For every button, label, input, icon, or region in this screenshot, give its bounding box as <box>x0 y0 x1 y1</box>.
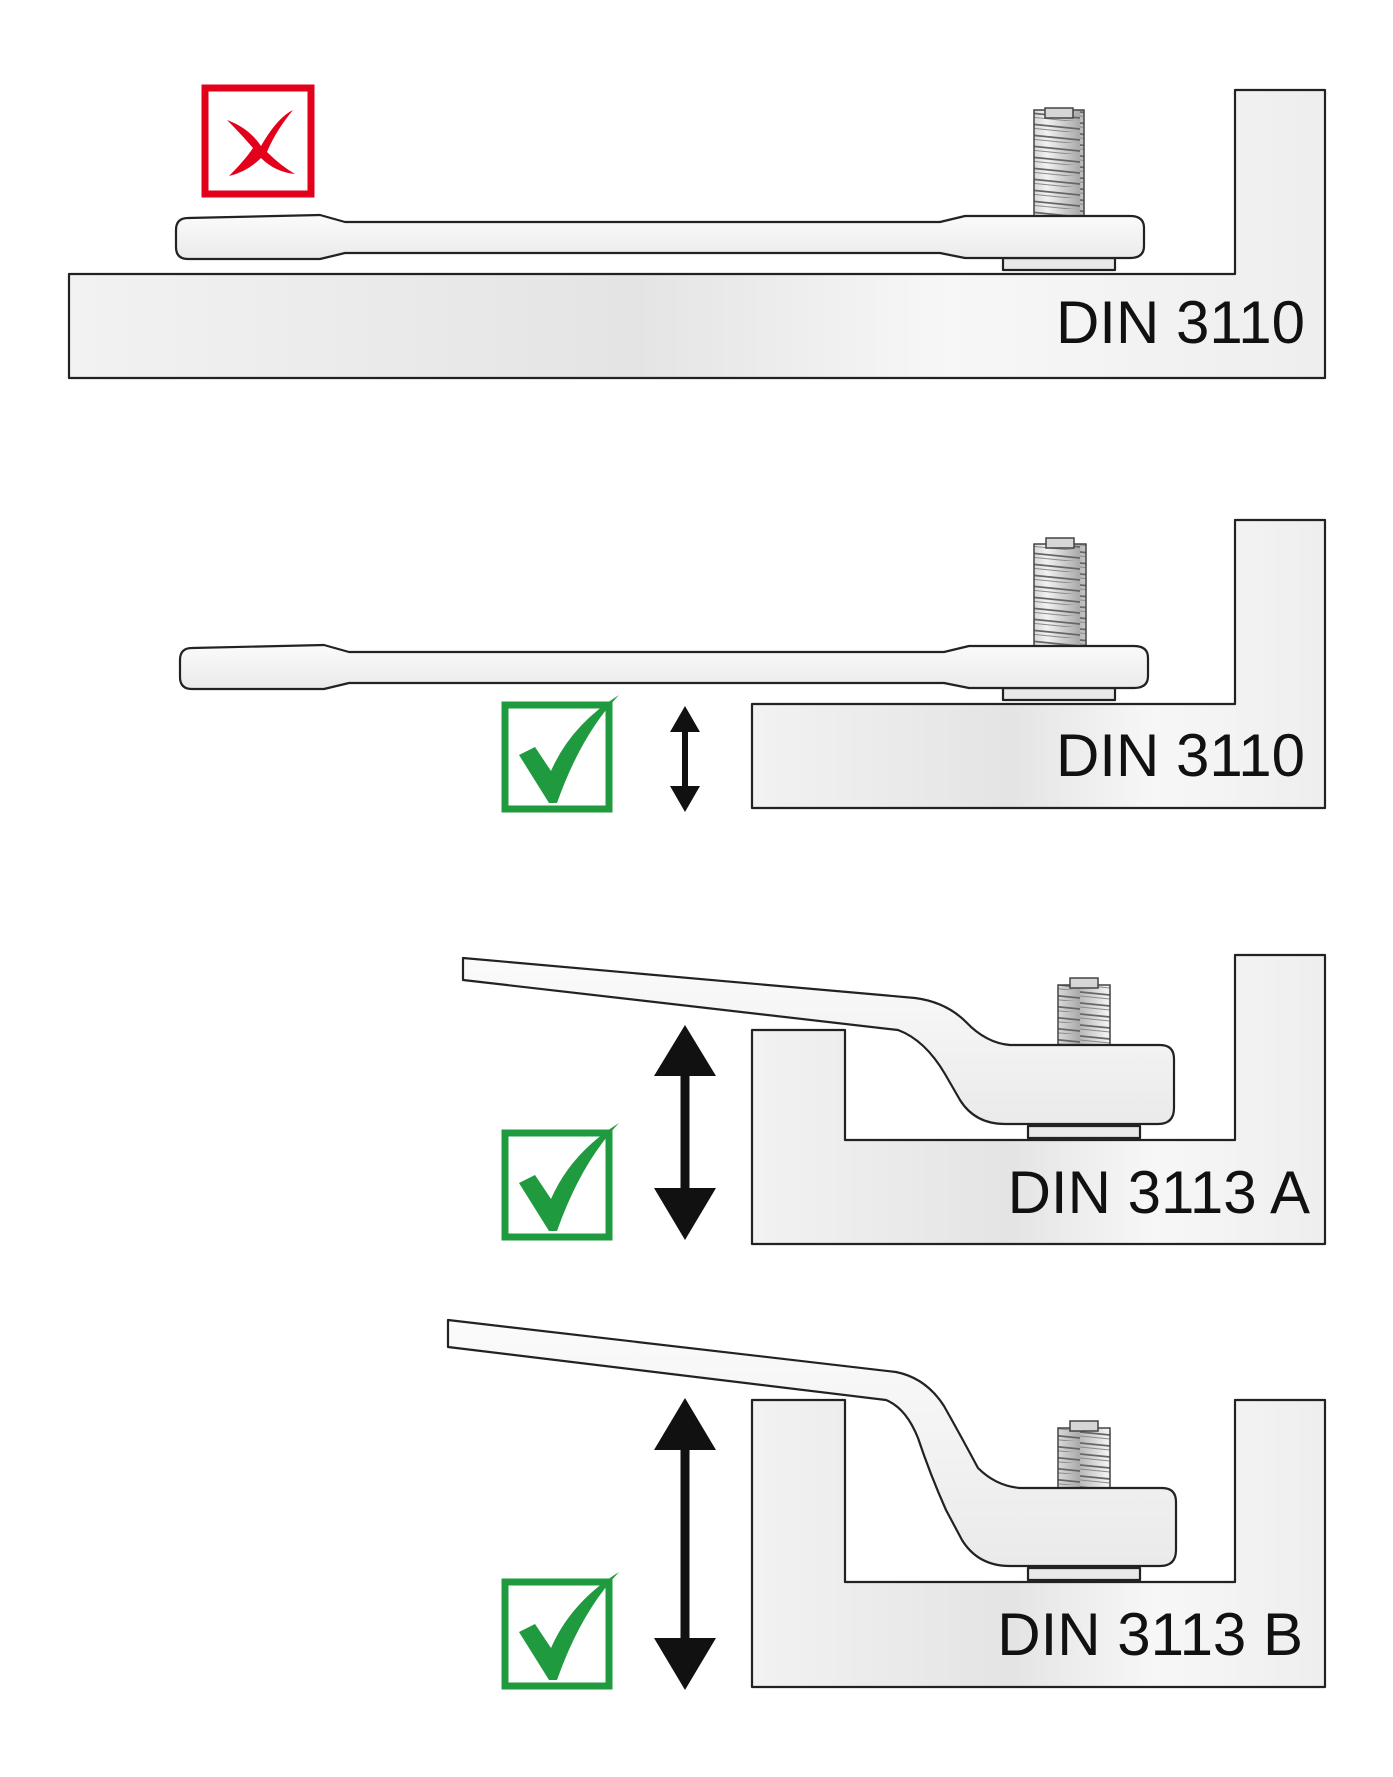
base-block <box>750 953 1327 1246</box>
washer <box>1001 686 1117 702</box>
panel-din-3113-a-right: DIN 3113 A <box>461 953 1327 1246</box>
bolt-tip <box>1069 977 1099 989</box>
deep-offset-wrench <box>446 1318 1178 1568</box>
double-arrow-extra-large-icon <box>654 1398 716 1690</box>
washer <box>1026 1566 1142 1582</box>
panel-din-3110-flat-wrong: DIN 3110 <box>67 84 1327 380</box>
bolt-tip <box>1069 1420 1099 1432</box>
bolt-thread <box>1033 109 1085 219</box>
double-arrow-small-icon <box>670 706 700 812</box>
green-check-icon <box>501 1123 619 1241</box>
standard-label: DIN 3113 B <box>997 1601 1303 1668</box>
standard-label: DIN 3113 A <box>1008 1159 1310 1226</box>
green-check-icon <box>501 1572 619 1690</box>
bolt-thread <box>1057 984 1111 1048</box>
washer <box>1026 1124 1142 1140</box>
bolt-thread <box>1057 1427 1111 1489</box>
double-arrow-large-icon <box>654 1025 716 1240</box>
combination-wrench <box>174 213 1146 261</box>
base-block <box>67 88 1327 380</box>
standard-label: DIN 3110 <box>1056 722 1305 789</box>
panel-din-3113-b-right: DIN 3113 B <box>446 1318 1327 1690</box>
bolt-tip <box>1045 537 1075 549</box>
standard-label: DIN 3110 <box>1056 289 1305 356</box>
red-cross-icon <box>201 84 315 198</box>
combination-wrench <box>178 643 1150 691</box>
base-block <box>750 1398 1327 1689</box>
bolt-thread <box>1033 543 1087 649</box>
bolt-tip <box>1044 107 1074 119</box>
base-block <box>750 518 1327 810</box>
washer <box>1001 256 1117 272</box>
panel-din-3110-flat-right: DIN 3110 <box>178 518 1327 813</box>
green-check-icon <box>501 695 619 813</box>
offset-wrench <box>461 956 1176 1126</box>
